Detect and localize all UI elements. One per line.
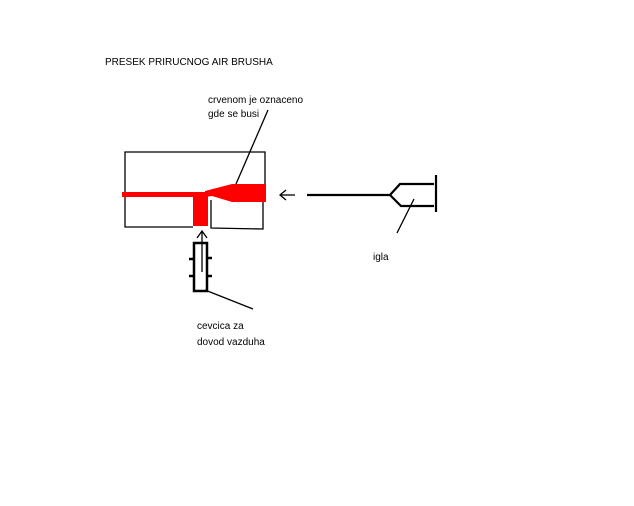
lower-right-body-block	[210, 200, 264, 230]
tube-label-line-1: cevcica za	[197, 321, 244, 332]
drill-note-pointer	[235, 109, 269, 185]
tube-label-line-2: dovod vazduha	[197, 337, 265, 348]
tube-pointer	[204, 289, 254, 310]
upper-body-block	[124, 151, 266, 192]
needle-label: igla	[373, 252, 389, 263]
drilled-channel	[122, 184, 266, 226]
lower-left-body-block	[124, 197, 193, 228]
drill-note-line-2: gde se busi	[208, 109, 260, 120]
drill-note-line-1: crvenom je oznaceno	[208, 95, 304, 106]
needle-pointer	[396, 198, 415, 234]
diagram-title: PRESEK PRIRUCNOG AIR BRUSHA	[105, 57, 273, 68]
air-flow-arrowhead	[196, 229, 208, 239]
air-supply-tube	[189, 241, 212, 293]
needle	[307, 175, 438, 212]
needle-direction-arrowhead	[278, 189, 287, 201]
